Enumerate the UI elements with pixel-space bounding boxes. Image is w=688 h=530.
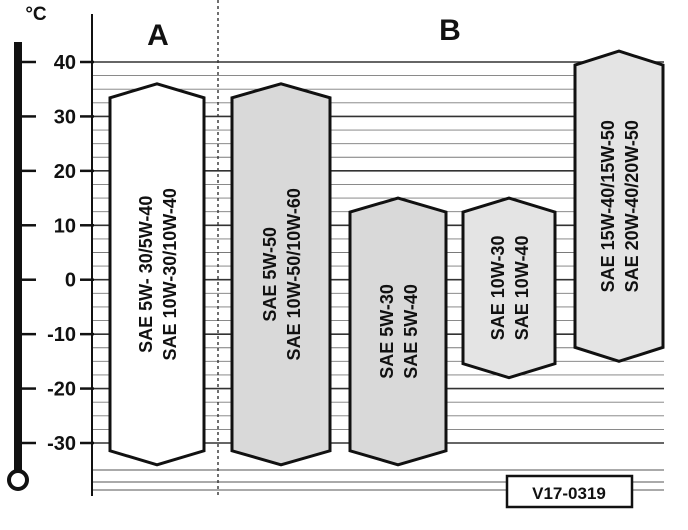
viscosity-grade-label: SAE 10W-50/10W-60 (284, 188, 304, 360)
viscosity-band-shape (573, 49, 665, 363)
scale-tick-label: 10 (54, 215, 76, 237)
scale-tick-label: -10 (47, 324, 76, 346)
group-label-a: A (147, 19, 169, 52)
group-label-b: B (439, 14, 461, 47)
scale-tick-label: -30 (47, 433, 76, 455)
viscosity-band-shape (108, 82, 206, 467)
reference-code: V17-0319 (532, 484, 606, 503)
viscosity-grade-label: SAE 10W-30/10W-40 (160, 188, 180, 360)
unit-label: °C (25, 4, 47, 25)
viscosity-grade-label: SAE 10W-30 (488, 236, 508, 341)
viscosity-grade-label: SAE 15W-40/15W-50 (598, 120, 618, 292)
scale-tick-label: -20 (47, 379, 76, 401)
thermometer-icon (7, 42, 29, 491)
viscosity-band-shape (230, 82, 332, 467)
viscosity-grade-label: SAE 20W-40/20W-50 (622, 120, 642, 292)
viscosity-grade-label: SAE 5W-50 (260, 227, 280, 322)
scale-tick-label: 0 (65, 270, 76, 292)
viscosity-grade-label: SAE 5W- 30/5W-40 (136, 196, 156, 353)
viscosity-band-shape (348, 196, 448, 467)
reference-code-box (505, 474, 634, 509)
scale-tick-label: 30 (54, 106, 76, 128)
scale-tick-label: 20 (54, 161, 76, 183)
temperature-scale: 40 30 20 10 0 -10 -20 -30 (20, 52, 94, 455)
viscosity-grade-label: SAE 5W-30 (377, 284, 397, 379)
scale-tick-label: 40 (54, 52, 76, 74)
viscosity-grade-label: SAE 5W-40 (401, 284, 421, 379)
viscosity-band-shape (461, 196, 557, 380)
viscosity-grade-label: SAE 10W-40 (512, 236, 532, 341)
